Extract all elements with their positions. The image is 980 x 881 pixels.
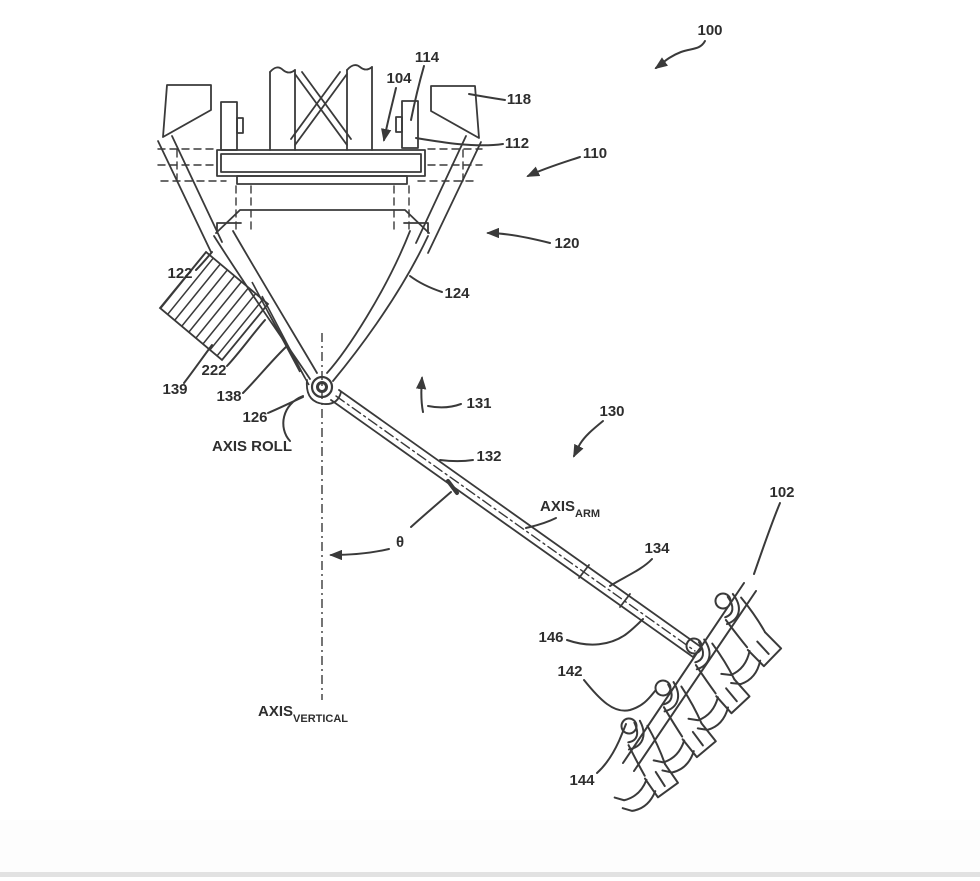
leader-138 bbox=[242, 345, 288, 394]
leader-118 bbox=[468, 93, 506, 101]
ref-label-138: 138 bbox=[216, 388, 241, 405]
rider-figure bbox=[650, 630, 764, 744]
guide-posts bbox=[220, 100, 419, 151]
theta-arc-arm bbox=[410, 491, 452, 528]
hidden-lines bbox=[157, 148, 483, 232]
support-beam bbox=[216, 149, 426, 185]
arm-centerline bbox=[335, 395, 696, 652]
ref-label-122: 122 bbox=[167, 265, 192, 282]
leader-134 bbox=[609, 558, 653, 587]
axis-roll-label: AXIS ROLL bbox=[212, 438, 292, 455]
ref-label-124: 124 bbox=[444, 285, 470, 302]
leader-146 bbox=[566, 618, 644, 646]
leader-102 bbox=[753, 502, 781, 575]
ref-label-132: 132 bbox=[476, 448, 501, 465]
leader-131 bbox=[427, 403, 462, 409]
ref-label-131: 131 bbox=[466, 395, 491, 412]
ref-label-139: 139 bbox=[162, 381, 187, 398]
ref-label-120: 120 bbox=[554, 235, 579, 252]
swing-arm bbox=[330, 389, 702, 658]
arrow-104 bbox=[381, 87, 397, 142]
arrow-130 bbox=[573, 420, 604, 458]
leader-142 bbox=[583, 679, 656, 712]
ref-label-100: 100 bbox=[697, 22, 722, 39]
leader-lines bbox=[183, 40, 781, 774]
leader-112 bbox=[415, 137, 504, 147]
arrow-110 bbox=[526, 156, 581, 177]
leader-122 bbox=[195, 251, 213, 271]
ref-label-102: 102 bbox=[769, 484, 794, 501]
ref-label-222: 222 bbox=[201, 362, 226, 379]
seat-row bbox=[579, 582, 795, 826]
yoke-housing bbox=[213, 209, 430, 405]
leader-124 bbox=[409, 275, 443, 293]
axis-arm-label: AXISARM bbox=[540, 498, 600, 520]
theta-arc-axis bbox=[329, 548, 390, 561]
actuator-hatch bbox=[158, 250, 310, 386]
carriage-assembly bbox=[157, 64, 483, 254]
ref-label-126: 126 bbox=[242, 409, 267, 426]
arrow-120 bbox=[486, 227, 551, 244]
support-columns bbox=[269, 64, 373, 151]
page-fade bbox=[0, 820, 980, 872]
ref-label-144: 144 bbox=[569, 772, 595, 789]
leader-132 bbox=[439, 459, 474, 463]
leader-114 bbox=[410, 65, 425, 121]
ref-label-114: 114 bbox=[415, 49, 440, 66]
ref-label-134: 134 bbox=[644, 540, 670, 557]
leader-144 bbox=[596, 723, 627, 774]
ref-label-110: 110 bbox=[583, 145, 607, 162]
reference-labels: 100 114 104 118 112 110 120 122 124 139 … bbox=[162, 22, 794, 789]
mount-brackets bbox=[157, 84, 482, 254]
leader-222 bbox=[226, 319, 266, 367]
ref-label-118: 118 bbox=[507, 91, 531, 108]
arrow-100 bbox=[654, 40, 706, 70]
ref-label-112: 112 bbox=[505, 135, 529, 152]
cross-brace bbox=[290, 71, 352, 146]
leader-axis-roll bbox=[282, 395, 304, 442]
theta-label: θ bbox=[396, 534, 404, 551]
ref-label-146: 146 bbox=[538, 629, 563, 646]
axis-vertical-label: AXISVERTICAL bbox=[258, 703, 348, 725]
leader-axis-arm bbox=[525, 517, 557, 529]
ref-label-142: 142 bbox=[557, 663, 582, 680]
leader-139 bbox=[183, 344, 213, 384]
page-bottom-edge bbox=[0, 872, 980, 877]
ref-label-130: 130 bbox=[599, 403, 624, 420]
arrow-131-up bbox=[415, 376, 427, 413]
actuator-rods bbox=[251, 281, 310, 386]
ref-label-104: 104 bbox=[386, 70, 412, 87]
